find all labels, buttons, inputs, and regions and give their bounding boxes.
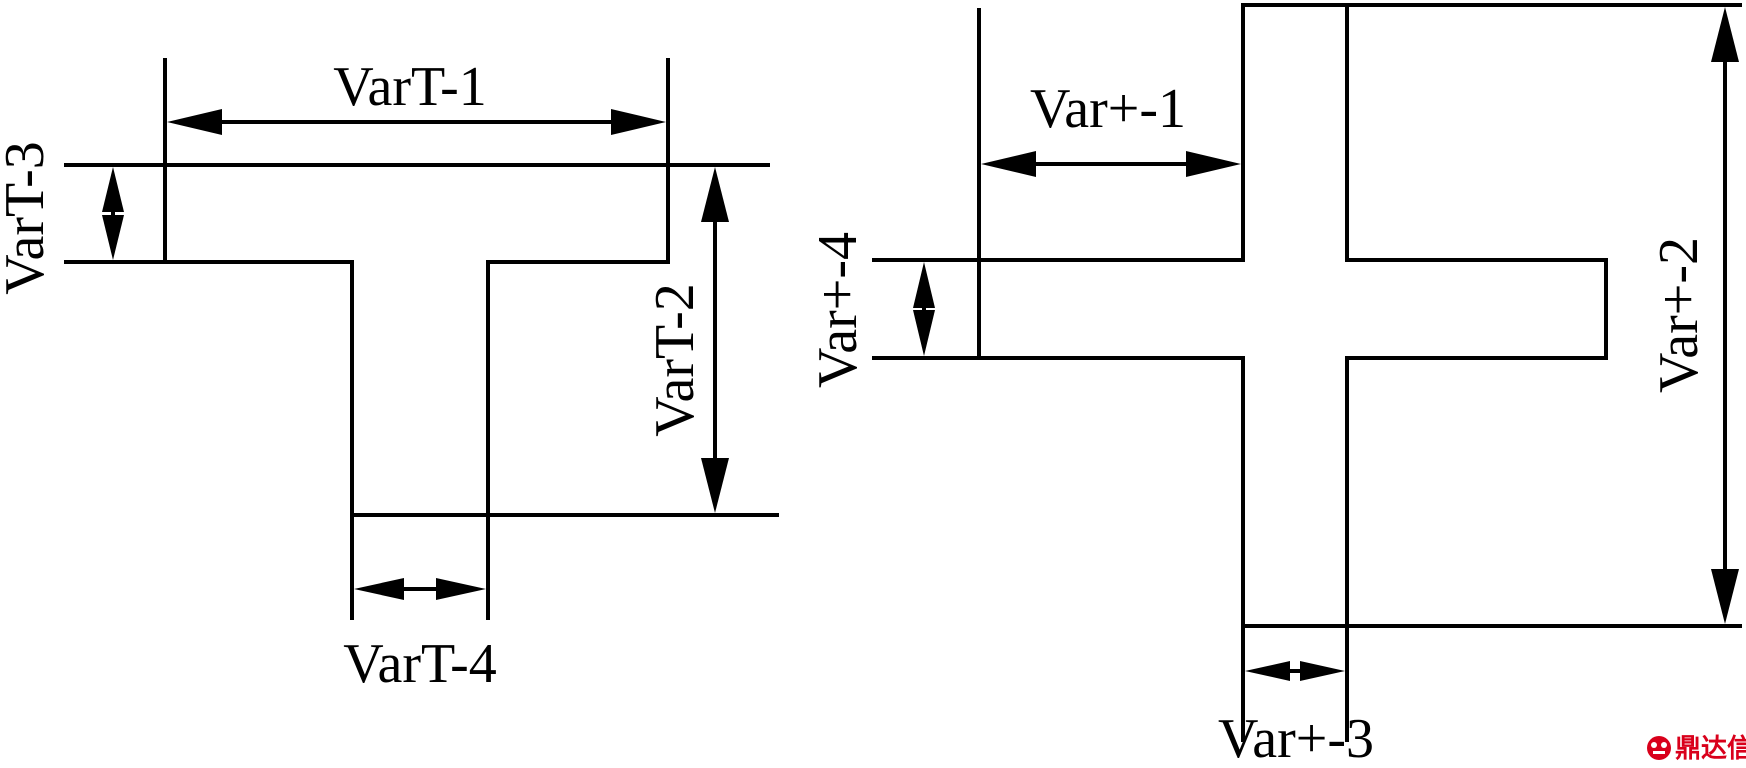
label-vart-1: VarT-1 bbox=[333, 56, 486, 118]
dim-vart-2 bbox=[701, 167, 729, 513]
label-var-plus-4: Var+-4 bbox=[807, 232, 869, 388]
watermark: 鼎达信 bbox=[1647, 734, 1746, 764]
label-var-plus-2: Var+-2 bbox=[1648, 237, 1710, 393]
dim-var-plus-4 bbox=[913, 262, 935, 356]
watermark-text: 鼎达信 bbox=[1675, 734, 1746, 764]
label-vart-3: VarT-3 bbox=[0, 141, 56, 294]
dim-vart-3 bbox=[102, 167, 124, 260]
dim-var-plus-2 bbox=[1711, 7, 1739, 624]
dim-var-plus-3 bbox=[1245, 661, 1345, 681]
dim-var-plus-1 bbox=[981, 151, 1241, 177]
cross-shape: Var+-1 Var+-2 Var+-3 Var+-4 bbox=[807, 3, 1742, 768]
dim-vart-4 bbox=[354, 578, 486, 600]
dim-vart-1 bbox=[167, 109, 666, 135]
t-shape: VarT-1 VarT-3 VarT-2 VarT-4 bbox=[0, 56, 779, 695]
label-var-plus-1: Var+-1 bbox=[1030, 78, 1186, 140]
label-vart-2: VarT-2 bbox=[644, 283, 706, 436]
t-shape-outline bbox=[163, 163, 670, 517]
label-vart-4: VarT-4 bbox=[343, 633, 496, 695]
label-var-plus-3: Var+-3 bbox=[1218, 708, 1374, 768]
watermark-logo-icon bbox=[1647, 736, 1671, 760]
